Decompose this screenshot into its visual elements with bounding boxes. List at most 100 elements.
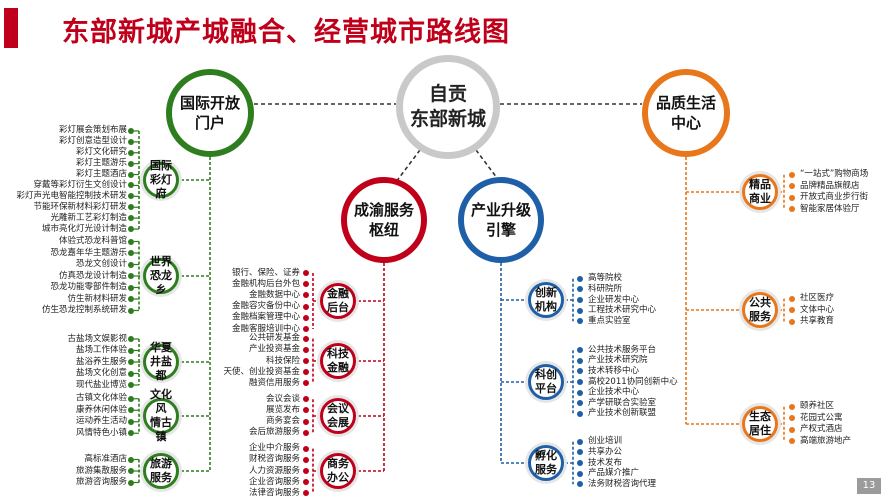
hub-chengyu-service: 成渝服务枢纽 — [341, 177, 427, 263]
chengyu-node-1-line1: 科技 — [327, 347, 349, 360]
intl-item-dot-2-0 — [128, 336, 134, 342]
industry-item-dot-1-0 — [577, 347, 583, 354]
chengyu-item-dot-2-2 — [303, 418, 309, 425]
chengyu-item-dot-0-0 — [303, 270, 309, 276]
intl-item-dot-0-3 — [128, 160, 134, 167]
intl-item-dot-3-3 — [128, 430, 134, 437]
intl-item-dot-2-4 — [128, 382, 134, 388]
intl-item-dot-1-6 — [128, 307, 134, 314]
chengyu-node-2-line1: 会议 — [327, 402, 349, 415]
intl-node-0-line1: 国际 — [150, 159, 172, 172]
intl-node-3: 文化风情古镇 — [143, 388, 179, 443]
center-to-chengyu-line — [395, 149, 421, 183]
industry-item-dot-0-3 — [577, 307, 583, 314]
industry-item-2-4: 法务财税咨询代理 — [588, 478, 657, 489]
intl-item-0-5: 穿戴等彩灯衍生文创设计 — [33, 179, 127, 190]
intl-item-dot-1-1 — [128, 250, 134, 256]
life-node-1: 公共服务 — [742, 292, 778, 328]
intl-item-4-1: 旅游集散服务 — [75, 465, 127, 476]
chengyu-node-0-line2: 后台 — [327, 301, 349, 314]
intl-item-0-8: 光雕新工艺彩灯制造 — [50, 212, 127, 223]
chengyu-item-0-3: 金融容灾备份中心 — [231, 301, 300, 312]
intl-item-3-3: 风情特色小镇 — [75, 427, 127, 438]
chengyu-item-3-4: 法律咨询服务 — [248, 487, 300, 498]
intl-item-0-7: 节能环保新材料彩灯研发 — [33, 201, 127, 212]
intl-node-0: 国际彩灯府 — [143, 159, 179, 200]
intl-item-1-0: 体验式恐龙科普馆 — [58, 236, 127, 246]
intl-node-4-line1: 旅游 — [150, 457, 172, 470]
page-number: 13 — [857, 478, 881, 494]
intl-item-dot-1-4 — [128, 284, 134, 291]
intl-item-dot-1-5 — [128, 296, 134, 302]
intl-node-3-line1: 文化风 — [150, 388, 172, 415]
industry-item-dot-1-6 — [577, 410, 583, 417]
intl-item-2-1: 盐场工作体验 — [75, 345, 127, 355]
life-item-dot-0-0 — [789, 171, 795, 178]
chengyu-node-1: 科技金融 — [320, 343, 356, 379]
intl-item-1-4: 恐龙功能零部件制造 — [50, 282, 127, 292]
chengyu-item-dot-3-4 — [303, 490, 309, 497]
chengyu-item-dot-1-0 — [303, 335, 309, 342]
industry-item-dot-1-2 — [577, 368, 583, 375]
intl-node-4-line2: 服务 — [150, 471, 172, 484]
hub-quality-life: 品质生活中心 — [642, 69, 730, 157]
intl-item-1-1: 恐龙嘉年华主题游乐 — [50, 247, 127, 258]
intl-item-dot-1-3 — [128, 273, 134, 279]
intl-item-dot-0-8 — [128, 215, 134, 222]
chengyu-item-2-3: 会后旅游服务 — [248, 427, 300, 438]
life-node-2: 生态居住 — [742, 406, 778, 442]
life-item-dot-1-1 — [789, 307, 795, 313]
life-node-2-line2: 居住 — [749, 424, 771, 437]
industry-item-1-1: 产业技术研究院 — [588, 355, 648, 366]
chengyu-item-2-0: 会议会谈 — [265, 393, 300, 404]
center-hub: 自贡 东部新城 — [396, 55, 500, 159]
intl-node-1-line2: 恐龙乡 — [150, 269, 172, 296]
life-item-2-1: 花园式公寓 — [800, 412, 843, 423]
intl-item-2-0: 古盐场文娱影视 — [67, 333, 127, 344]
chengyu-item-dot-2-3 — [303, 429, 309, 436]
chengyu-item-1-1: 产业投资基金 — [248, 344, 300, 355]
chengyu-item-dot-0-1 — [303, 281, 309, 288]
intl-item-4-0: 高标准酒店 — [84, 454, 127, 464]
intl-item-dot-2-3 — [128, 370, 134, 377]
intl-node-2: 华夏井盐都 — [143, 341, 179, 382]
intl-item-0-0: 彩灯展会策划布展 — [58, 125, 127, 136]
chengyu-item-2-1: 展览发布 — [265, 404, 300, 415]
intl-node-0-line2: 彩灯府 — [150, 173, 172, 200]
life-item-dot-2-1 — [789, 415, 795, 422]
industry-item-dot-2-4 — [577, 481, 583, 488]
chengyu-item-1-4: 融资信用服务 — [248, 377, 300, 388]
intl-item-0-4: 彩灯主题酒店 — [75, 169, 127, 180]
chengyu-item-dot-3-3 — [303, 479, 309, 486]
life-item-0-3: 智能家居体验厅 — [800, 203, 860, 214]
intl-item-dot-3-1 — [128, 407, 134, 414]
industry-node-2-line2: 服务 — [535, 463, 557, 476]
chengyu-node-2-line2: 会展 — [327, 416, 349, 429]
life-item-2-3: 高端旅游地产 — [800, 435, 852, 446]
chengyu-item-dot-0-3 — [303, 303, 309, 310]
chengyu-node-3-line1: 商务 — [327, 457, 349, 470]
industry-item-2-2: 技术发布 — [588, 457, 623, 468]
industry-item-0-3: 工程技术研究中心 — [588, 305, 657, 316]
industry-item-dot-0-4 — [577, 318, 583, 325]
chengyu-item-3-1: 财税咨询服务 — [248, 454, 300, 465]
intl-item-dot-0-4 — [128, 171, 134, 178]
life-item-dot-0-2 — [789, 194, 795, 201]
intl-item-1-5: 仿生新材料研发 — [67, 293, 127, 304]
life-item-dot-2-2 — [789, 426, 795, 433]
intl-item-dot-0-2 — [128, 149, 134, 156]
industry-item-dot-2-1 — [577, 449, 583, 456]
center-hub-line2: 东部新城 — [409, 108, 486, 130]
chengyu-item-dot-1-3 — [303, 369, 309, 376]
industry-item-dot-2-0 — [577, 438, 583, 445]
intl-item-dot-3-0 — [128, 395, 134, 402]
intl-item-dot-1-0 — [128, 238, 134, 245]
hub-industry-line1: 产业升级 — [470, 201, 531, 219]
chengyu-item-dot-1-1 — [303, 346, 309, 353]
hub-industry-line2: 引擎 — [485, 221, 516, 239]
intl-item-dot-0-5 — [128, 182, 134, 189]
intl-item-0-3: 彩灯主题游乐 — [75, 158, 127, 169]
life-node-0-line1: 精品 — [749, 178, 771, 191]
industry-node-2-line1: 孵化 — [535, 449, 557, 462]
chengyu-item-0-5: 金融客服培训中心 — [231, 323, 300, 334]
